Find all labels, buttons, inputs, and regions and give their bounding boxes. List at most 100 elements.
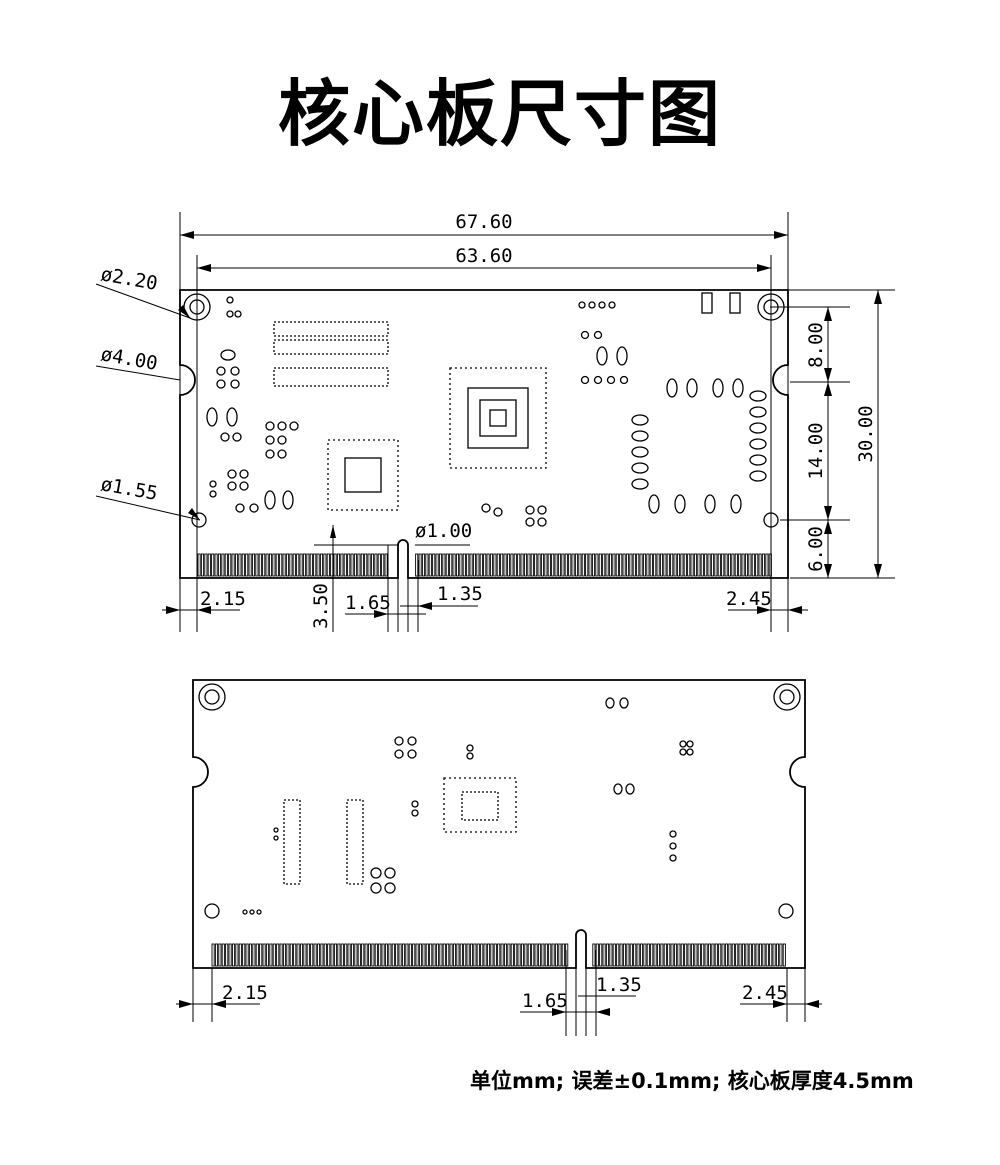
connector-pin xyxy=(486,943,491,967)
connector-pin xyxy=(544,553,548,577)
connector-pin xyxy=(350,553,354,577)
connector-pin xyxy=(259,943,263,967)
connector-pin xyxy=(693,553,698,577)
connector-pin xyxy=(483,553,487,577)
connector-pin xyxy=(724,553,728,577)
connector-pin xyxy=(503,553,507,577)
connector-pin xyxy=(493,553,497,577)
connector-pin xyxy=(381,553,385,577)
connector-pin xyxy=(541,943,545,967)
connector-pin xyxy=(639,553,643,577)
connector-pin xyxy=(561,553,565,577)
connector-pin xyxy=(310,943,314,967)
connector-pin xyxy=(211,943,215,967)
connector-pin xyxy=(524,943,528,967)
connector-pin xyxy=(483,943,487,967)
connector-pin xyxy=(228,943,232,967)
connector-pin xyxy=(245,553,249,577)
connector-pin xyxy=(646,553,650,577)
connector-pin xyxy=(224,553,228,577)
bottom-hole-right xyxy=(773,683,801,711)
connector-pin xyxy=(303,943,307,967)
connector-pin xyxy=(761,553,766,577)
connector-pin xyxy=(755,553,759,577)
connector-pin xyxy=(279,553,283,577)
connector-pin xyxy=(282,943,287,967)
connector-pin xyxy=(340,943,344,967)
connector-pin xyxy=(557,553,562,577)
connector-pin xyxy=(326,553,330,577)
connector-pin xyxy=(327,943,331,967)
connector-pin xyxy=(564,553,568,577)
connector-pin xyxy=(758,553,762,577)
connector-pin xyxy=(439,943,443,967)
connector-pin xyxy=(667,943,671,967)
connector-pin xyxy=(378,943,382,967)
connector-pin xyxy=(344,943,348,967)
connector-pin xyxy=(432,553,436,577)
connector-pin xyxy=(717,553,721,577)
connector-pin xyxy=(707,943,712,967)
connector-pin xyxy=(626,943,630,967)
connector-pin xyxy=(653,553,657,577)
connector-pin xyxy=(612,943,616,967)
connector-pin xyxy=(405,943,409,967)
connector-pin xyxy=(231,553,235,577)
connector-pin xyxy=(744,553,749,577)
connector-pin xyxy=(544,943,548,967)
connector-pin xyxy=(534,553,538,577)
top-components-right xyxy=(481,292,767,527)
connector-pin xyxy=(289,943,293,967)
connector-pin xyxy=(286,943,290,967)
connector-pin xyxy=(371,943,375,967)
dim-height-total: 30.00 xyxy=(855,405,877,462)
connector-pin xyxy=(574,553,579,577)
connector-pin xyxy=(769,943,773,967)
connector-pin xyxy=(762,943,766,967)
connector-pin xyxy=(472,553,477,577)
connector-pin xyxy=(514,943,518,967)
connector-pin xyxy=(741,943,746,967)
connector-pin xyxy=(680,553,684,577)
connector-pin xyxy=(306,553,310,577)
connector-pin xyxy=(442,943,446,967)
connector-pin xyxy=(616,943,620,967)
connector-pin xyxy=(612,553,616,577)
connector-pin xyxy=(343,553,347,577)
connector-pin xyxy=(653,943,657,967)
page-title: 核心板尺寸图 xyxy=(277,72,722,156)
connector-pin xyxy=(336,553,341,577)
connector-pin xyxy=(517,943,521,967)
connector-pin xyxy=(211,553,215,577)
connector-pin xyxy=(724,943,729,967)
connector-pin xyxy=(663,943,667,967)
connector-pin xyxy=(666,553,670,577)
connector-pin xyxy=(602,553,606,577)
connector-pin xyxy=(520,553,524,577)
connector-pin xyxy=(391,943,395,967)
connector-pin xyxy=(435,943,440,967)
connector-pin xyxy=(676,553,681,577)
connector-pin xyxy=(656,553,660,577)
connector-pin xyxy=(445,553,449,577)
bottom-pad-column-1 xyxy=(283,799,301,885)
connector-pin xyxy=(609,943,613,967)
connector-pin xyxy=(772,943,776,967)
connector-pin xyxy=(353,553,358,577)
connector-pin xyxy=(537,943,542,967)
connector-pin xyxy=(568,553,572,577)
connector-pin xyxy=(412,943,416,967)
connector-pin xyxy=(745,943,749,967)
connector-pin xyxy=(459,943,463,967)
bottom-dimension-arrows xyxy=(179,1000,819,1016)
connector-pin xyxy=(619,943,623,967)
connector-pin xyxy=(497,943,501,967)
connector-pin xyxy=(251,553,256,577)
connector-pin xyxy=(265,943,270,967)
connector-pin xyxy=(360,553,364,577)
connector-pin xyxy=(711,943,715,967)
connector-pin xyxy=(714,943,718,967)
connector-pin xyxy=(602,943,606,967)
connector-pin xyxy=(728,943,732,967)
